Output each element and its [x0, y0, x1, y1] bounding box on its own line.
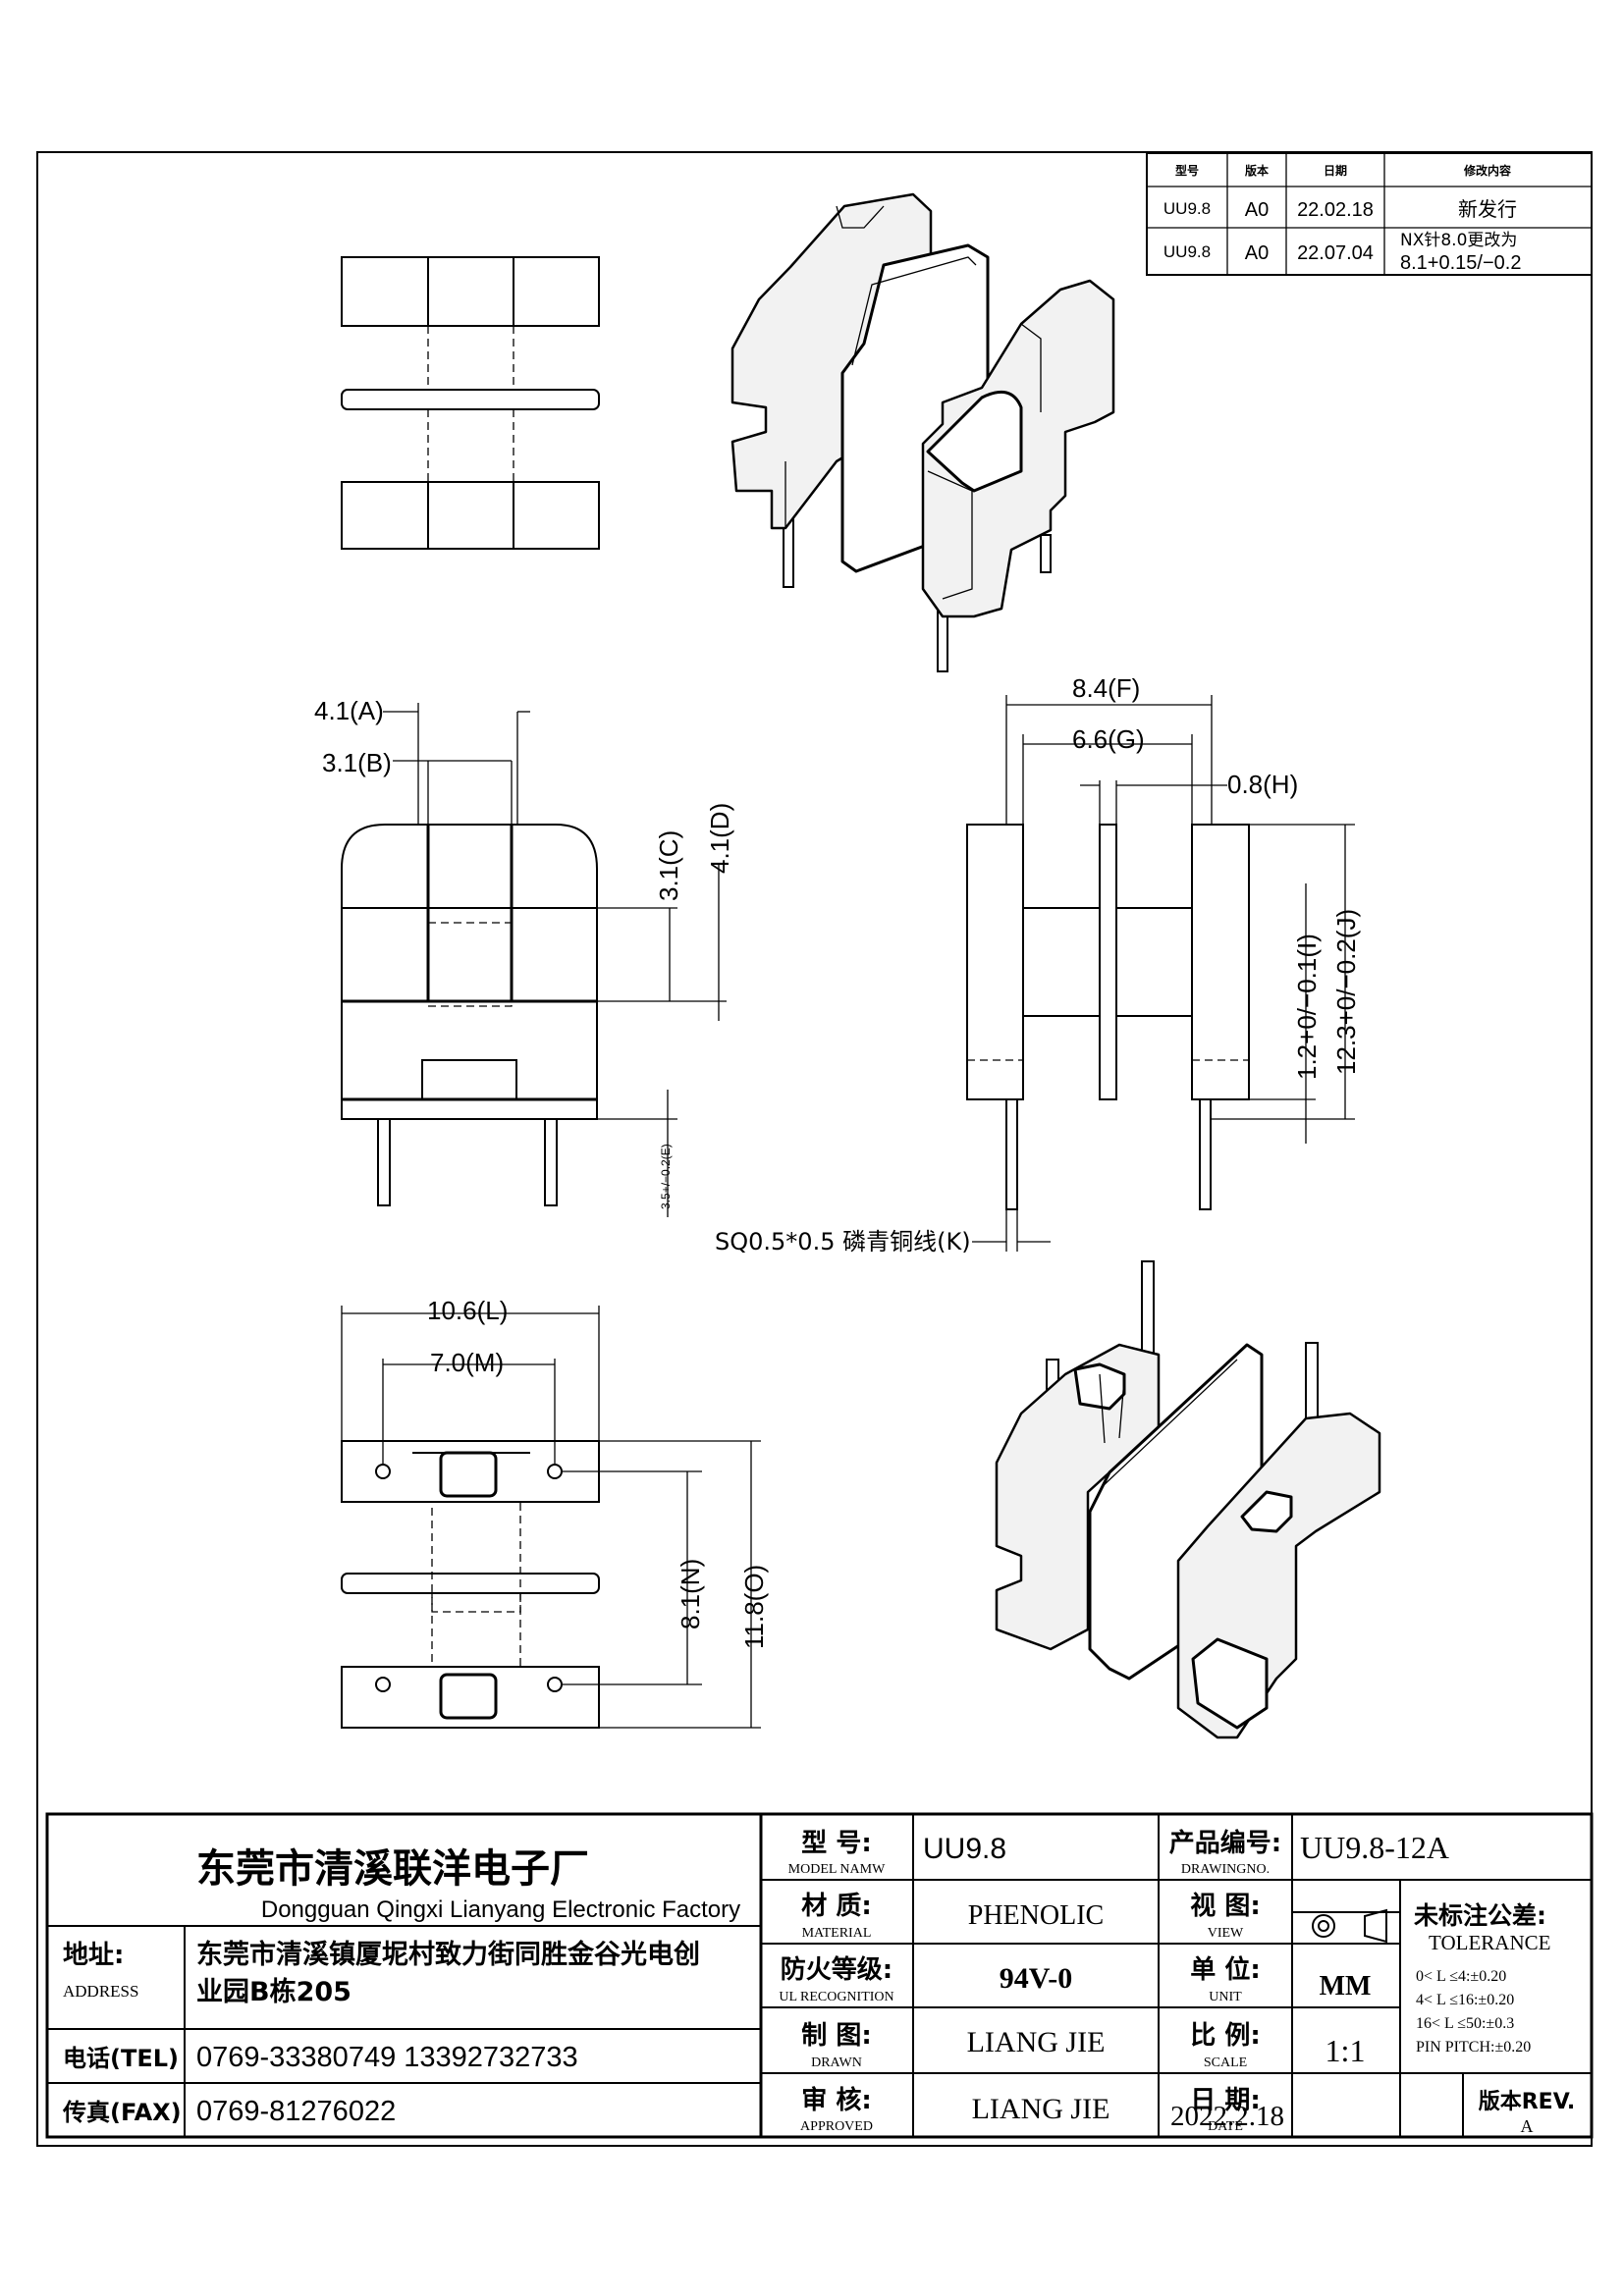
company-name-en: Dongguan Qingxi Lianyang Electronic Fact…	[261, 1896, 740, 1923]
dim-j-label: 12.3+0/−0.2(J)	[1331, 909, 1361, 1075]
tel-label: 电话(TEL)	[63, 2045, 179, 2072]
rev-row1-change: 新发行	[1458, 197, 1517, 221]
model-label-en: MODEL NAMW	[788, 1862, 886, 1877]
approved-label: 审 核:	[801, 2085, 871, 2115]
unit-label-en: UNIT	[1209, 1990, 1242, 2004]
tolerance-line-1: 0< L ≤4:±0.20	[1416, 1968, 1506, 1985]
rev-label: 版本REV.	[1479, 2090, 1576, 2114]
dim-e-label: 3.5+/−0.2(E)	[659, 1144, 673, 1209]
material-value: PHENOLIC	[968, 1900, 1104, 1931]
unit-value: MM	[1320, 1971, 1372, 2002]
rev-row2-date: 22.07.04	[1297, 242, 1374, 264]
fire-rating-label: 防火等级:	[781, 1954, 893, 1985]
front-view-dimensions: 4.1(A) 3.1(B) 3.1(C) 4.1(D) 3.5+/−0.2(E)	[314, 696, 734, 1217]
tolerance-line-3: 16< L ≤50:±0.3	[1416, 2015, 1514, 2032]
top-view	[341, 256, 600, 550]
rev-header-change: 修改内容	[1463, 163, 1511, 178]
isometric-view-top	[730, 192, 1115, 672]
rev-header-date: 日期	[1324, 163, 1347, 178]
tolerance-label: 未标注公差:	[1414, 1901, 1546, 1930]
view-label: 视 图:	[1190, 1892, 1260, 1921]
projection-symbol-icon	[1312, 1908, 1387, 1944]
drawing-no-value: UU9.8-12A	[1300, 1830, 1449, 1865]
model-value: UU9.8	[923, 1833, 1006, 1865]
rev-header-model: 型号	[1175, 163, 1199, 178]
front-view	[341, 824, 598, 1206]
dim-h-label: 0.8(H)	[1227, 770, 1298, 799]
rev-row2-change: NX针8.0更改为	[1400, 231, 1517, 250]
scale-label-en: SCALE	[1204, 2056, 1247, 2070]
approved-value: LIANG JIE	[972, 2093, 1110, 2125]
dim-n-label: 8.1(N)	[676, 1559, 705, 1629]
fax-label: 传真(FAX)	[62, 2099, 182, 2126]
side-view-dimensions: 8.4(F) 6.6(G) 0.8(H) 1.2+0/−0.1(I) 12.3+…	[715, 673, 1361, 1255]
isometric-view-bottom	[995, 1260, 1381, 1739]
rev-row1-model: UU9.8	[1163, 199, 1211, 218]
rev-row1-date: 22.02.18	[1297, 199, 1374, 221]
scale-label: 比 例:	[1190, 2021, 1260, 2051]
drawn-value: LIANG JIE	[967, 2026, 1106, 2058]
approved-label-en: APPROVED	[800, 2119, 873, 2134]
scale-value: 1:1	[1325, 2033, 1366, 2068]
tolerance-line-4: PIN PITCH:±0.20	[1416, 2039, 1531, 2056]
rev-row1-version: A0	[1245, 199, 1269, 221]
rev-row2-version: A0	[1245, 242, 1269, 264]
drawing-no-label-en: DRAWINGNO.	[1181, 1862, 1270, 1877]
view-label-en: VIEW	[1208, 1926, 1244, 1941]
material-label: 材 质:	[801, 1892, 871, 1921]
tel-value: 0769-33380749 13392732733	[196, 2042, 578, 2073]
revision-table: 型号 版本 日期 修改内容 UU9.8 A0 22.02.18 新发行 UU9.…	[1146, 152, 1593, 276]
side-view	[966, 824, 1250, 1210]
bottom-view-dimensions: 10.6(L) 7.0(M) 8.1(N) 11.8(O)	[341, 1296, 769, 1729]
dim-k-label: SQ0.5*0.5 磷青铜线(K)	[715, 1228, 971, 1255]
drawing-border	[36, 151, 1593, 2147]
material-label-en: MATERIAL	[802, 1926, 872, 1941]
drawn-label: 制 图:	[801, 2021, 871, 2051]
rev-row2-model: UU9.8	[1163, 242, 1211, 261]
fire-rating-value: 94V-0	[1000, 1962, 1072, 1995]
address-line1: 东莞市清溪镇厦坭村致力街同胜金谷光电创	[196, 1939, 700, 1970]
date-label: 日 期:	[1190, 2086, 1260, 2115]
dim-a-label: 4.1(A)	[314, 696, 384, 725]
dim-g-label: 6.6(G)	[1072, 724, 1145, 754]
dim-l-label: 10.6(L)	[427, 1296, 508, 1325]
date-label-en: DATE	[1208, 2119, 1243, 2134]
address-label: 地址:	[63, 1941, 124, 1970]
company-name-cn: 东莞市清溪联洋电子厂	[196, 1846, 589, 1892]
dim-f-label: 8.4(F)	[1072, 673, 1140, 703]
dim-c-label: 3.1(C)	[654, 830, 683, 901]
dim-o-label: 11.8(O)	[739, 1565, 769, 1649]
address-label-en: ADDRESS	[63, 1982, 138, 2001]
dim-m-label: 7.0(M)	[430, 1348, 504, 1377]
fire-rating-label-en: UL RECOGNITION	[779, 1990, 893, 2004]
drawn-label-en: DRAWN	[811, 2056, 862, 2070]
address-line2: 业园B栋205	[196, 1976, 352, 2007]
dim-d-label: 4.1(D)	[705, 803, 734, 874]
tolerance-label-en: TOLERANCE	[1429, 1931, 1550, 1954]
rev-row2-change-detail: 8.1+0.15/−0.2	[1400, 252, 1521, 274]
unit-label: 单 位:	[1190, 1954, 1260, 1985]
drawing-no-label: 产品编号:	[1169, 1828, 1281, 1858]
rev-header-version: 版本	[1245, 163, 1269, 178]
rev-value: A	[1521, 2116, 1534, 2136]
model-label: 型 号:	[801, 1829, 871, 1858]
tolerance-line-2: 4< L ≤16:±0.20	[1416, 1992, 1514, 2008]
dim-i-label: 1.2+0/−0.1(I)	[1292, 934, 1322, 1080]
fax-value: 0769-81276022	[196, 2096, 396, 2127]
date-value: 2022.2.18	[1170, 2101, 1284, 2132]
bottom-view	[341, 1440, 600, 1729]
dim-b-label: 3.1(B)	[322, 748, 392, 777]
